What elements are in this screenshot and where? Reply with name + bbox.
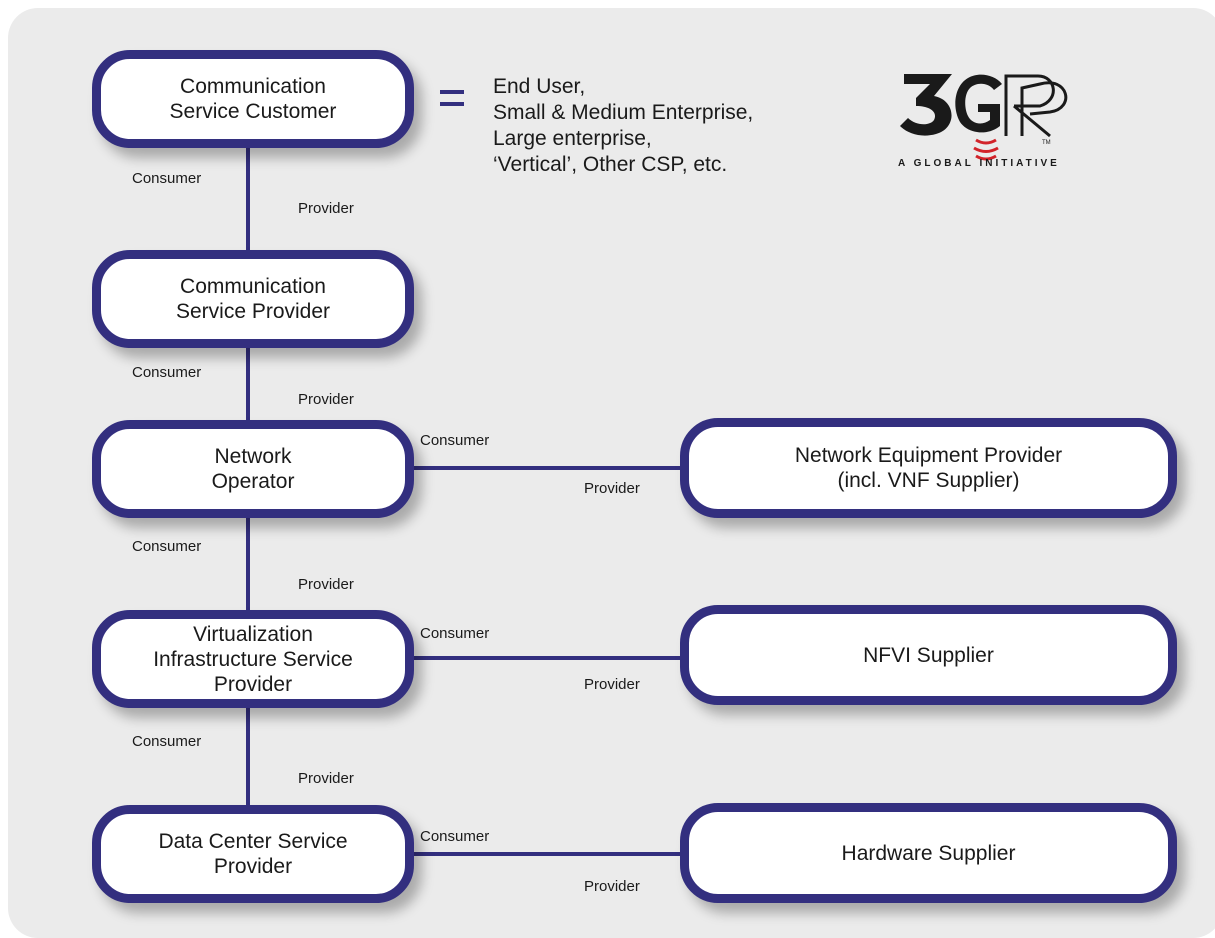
customer-types-list: End User, Small & Medium Enterprise, Lar… — [493, 74, 753, 178]
logo-tagline: A GLOBAL INITIATIVE — [898, 158, 1060, 169]
customer-type-item: End User, — [493, 75, 586, 98]
connector-no-visp — [246, 515, 250, 615]
provider-label: Provider — [584, 676, 640, 693]
customer-type-item: Small & Medium Enterprise, — [493, 101, 754, 124]
connector-visp-dcsp — [246, 705, 250, 805]
hardware-supplier-box: Hardware Supplier — [680, 803, 1177, 903]
provider-label: Provider — [584, 878, 640, 895]
consumer-label: Consumer — [420, 828, 490, 845]
consumer-label: Consumer — [132, 364, 202, 381]
network-equipment-provider-box: Network Equipment Provider (incl. VNF Su… — [680, 418, 1177, 518]
network-operator-box: Network Operator — [92, 420, 414, 518]
communication-service-provider-box: Communication Service Provider — [92, 250, 414, 348]
nfvi-supplier-box: NFVI Supplier — [680, 605, 1177, 705]
connector-csc-csp — [246, 145, 250, 255]
connector-no-nep — [410, 466, 685, 470]
communication-service-customer-box: Communication Service Customer — [92, 50, 414, 148]
provider-label: Provider — [584, 480, 640, 497]
provider-label: Provider — [298, 576, 354, 593]
provider-label: Provider — [298, 770, 354, 787]
svg-text:TM: TM — [1042, 140, 1051, 146]
provider-label: Provider — [298, 200, 354, 217]
consumer-label: Consumer — [420, 625, 490, 642]
consumer-label: Consumer — [420, 432, 490, 449]
connector-visp-nfvi — [410, 656, 685, 660]
virtualization-infrastructure-service-provider-box: Virtualization Infrastructure Service Pr… — [92, 610, 414, 708]
connector-dcsp-hw — [410, 852, 685, 856]
customer-type-item: Large enterprise, — [493, 127, 652, 150]
connector-csp-no — [246, 345, 250, 425]
consumer-label: Consumer — [132, 538, 202, 555]
provider-label: Provider — [298, 391, 354, 408]
customer-type-item: ‘Vertical’, Other CSP, etc. — [493, 153, 728, 176]
3gpp-logo: TM — [900, 74, 1068, 161]
consumer-label: Consumer — [132, 170, 202, 187]
consumer-label: Consumer — [132, 733, 202, 750]
data-center-service-provider-box: Data Center Service Provider — [92, 805, 414, 903]
equals-sign — [440, 90, 464, 114]
